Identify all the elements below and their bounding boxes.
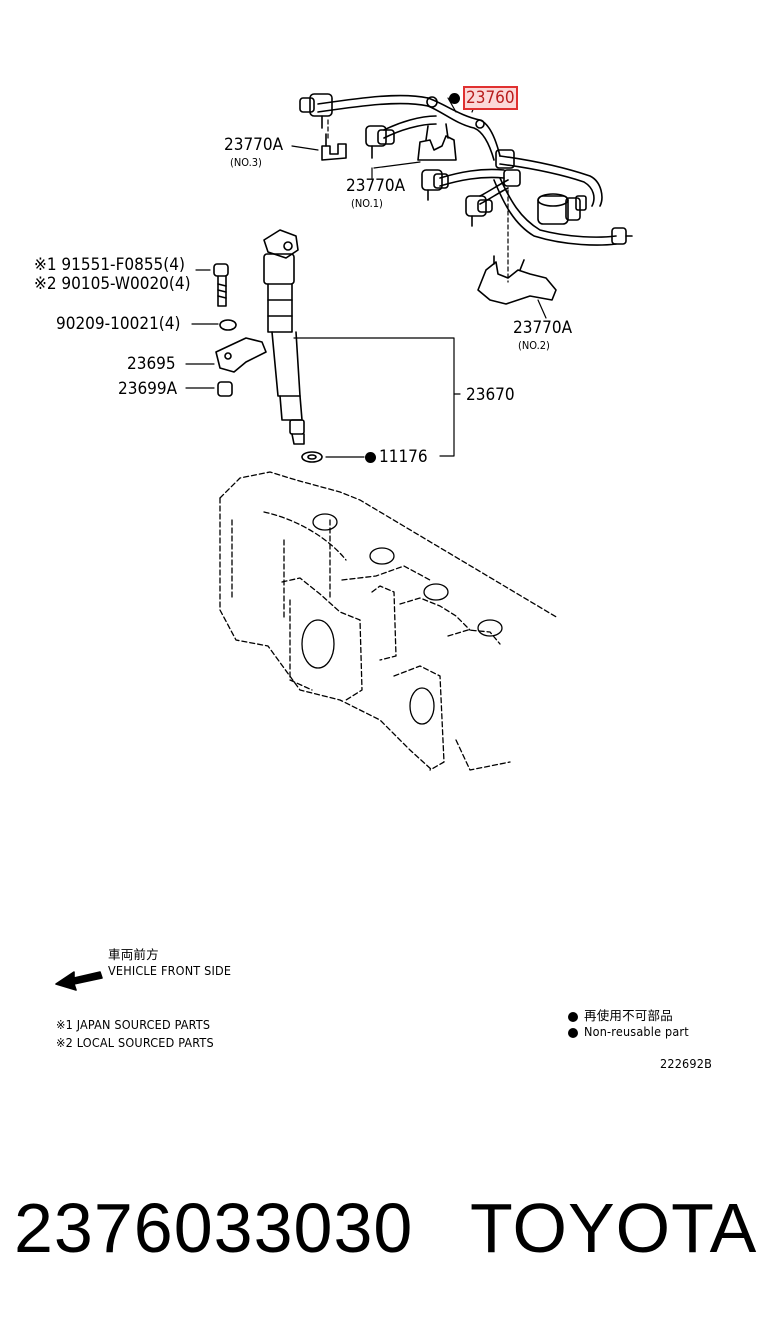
callout-sub-no2: (NO.2) xyxy=(518,339,550,352)
callout-clamp[interactable]: 23695 xyxy=(127,354,176,374)
injector-clamp xyxy=(215,337,267,373)
callout-23770a-no2[interactable]: 23770A xyxy=(513,318,573,338)
footer-brand: TOYOTA xyxy=(470,1189,758,1267)
note-local-sourced: ※2 LOCAL SOURCED PARTS xyxy=(56,1035,214,1050)
legend-nonreusable-jp: 再使用不可部品 xyxy=(568,1005,673,1024)
non-reusable-dot-icon xyxy=(568,1011,578,1022)
direction-label-en: VEHICLE FRONT SIDE xyxy=(108,963,232,978)
leakage-pipe-assembly xyxy=(299,93,633,246)
bolt xyxy=(213,263,229,307)
legend-nonreusable-en: Non-reusable part xyxy=(568,1024,689,1039)
callout-23770a-no3[interactable]: 23770A xyxy=(224,135,284,155)
direction-label-jp: 車両前方 xyxy=(108,947,159,962)
callout-sub-no1: (NO.1) xyxy=(351,197,383,210)
injector xyxy=(263,229,305,445)
clamp-no3 xyxy=(321,133,347,161)
highlighted-part-number[interactable]: 23760 xyxy=(463,86,518,110)
cylinder-head-features xyxy=(301,513,503,725)
callout-gasket[interactable]: 11176 xyxy=(365,447,428,467)
clamp-no1 xyxy=(417,123,457,161)
non-reusable-dot-icon xyxy=(449,92,460,104)
callout-23760[interactable]: 23760 xyxy=(449,86,518,110)
non-reusable-dot-icon xyxy=(568,1027,578,1038)
leader-lines xyxy=(185,97,547,458)
clamp-no2 xyxy=(477,255,557,305)
callout-sub-no3: (NO.3) xyxy=(230,156,262,169)
clamp-collar xyxy=(217,381,233,397)
gasket-ring xyxy=(301,451,323,463)
washer xyxy=(219,319,237,331)
callout-bolt-local[interactable]: ※2 90105-W0020(4) xyxy=(34,274,191,294)
callout-clamp-collar[interactable]: 23699A xyxy=(118,379,178,399)
footer-part-number: 2376033030 xyxy=(14,1189,414,1267)
cylinder-head xyxy=(219,471,559,771)
callout-23770a-no1[interactable]: 23770A xyxy=(346,176,406,196)
diagram-code: 222692B xyxy=(660,1056,713,1071)
note-japan-sourced: ※1 JAPAN SOURCED PARTS xyxy=(56,1017,211,1032)
callout-bolt-jp[interactable]: ※1 91551-F0855(4) xyxy=(34,255,185,275)
non-reusable-dot-icon xyxy=(365,451,376,463)
callout-washer[interactable]: 90209-10021(4) xyxy=(56,314,181,334)
callout-injector[interactable]: 23670 xyxy=(466,385,515,405)
front-arrow-icon xyxy=(55,971,103,991)
